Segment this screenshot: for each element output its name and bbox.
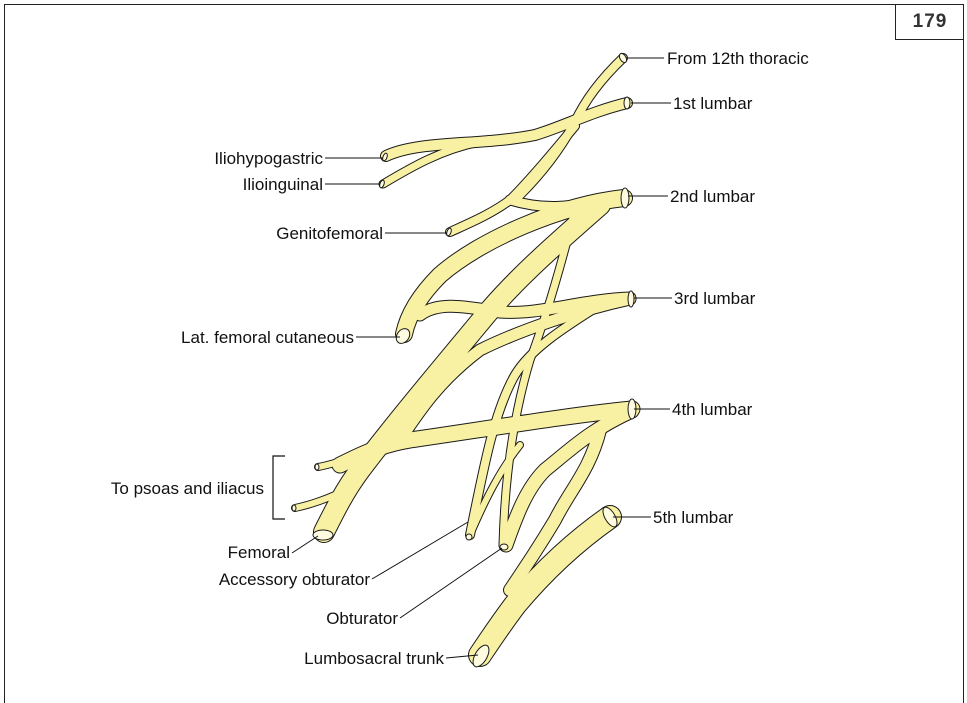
nerve-paths [295, 58, 632, 655]
label-iliohypogastric: Iliohypogastric [214, 149, 323, 168]
leader-femoral [292, 536, 318, 553]
label-from-12th-thoracic: From 12th thoracic [667, 49, 809, 68]
leader-obturator [400, 548, 502, 618]
cap-3rd-lumbar [628, 291, 634, 307]
nerve-1st-lumbar-to-iliohypogastric [386, 103, 627, 156]
leader-lines [292, 58, 672, 658]
bracket-to-psoas [273, 456, 285, 519]
label-accessory-obturator: Accessory obturator [219, 570, 371, 589]
label-lumbosacral-trunk: Lumbosacral trunk [304, 649, 444, 668]
cap-accessory-obturator [466, 534, 472, 540]
label-ilioinguinal: Ilioinguinal [243, 175, 323, 194]
cap-femoral [313, 530, 333, 540]
cap-psoas-upper [315, 464, 319, 470]
label-2nd-lumbar: 2nd lumbar [670, 187, 755, 206]
label-lat-femoral-cutaneous: Lat. femoral cutaneous [181, 328, 354, 347]
cap-psoas-lower [292, 505, 296, 511]
label-to-psoas-and-iliacus: To psoas and iliacus [111, 479, 264, 498]
label-5th-lumbar: 5th lumbar [653, 508, 734, 527]
label-4th-lumbar: 4th lumbar [672, 400, 753, 419]
label-3rd-lumbar: 3rd lumbar [674, 289, 756, 308]
label-genitofemoral: Genitofemoral [276, 224, 383, 243]
label-1st-lumbar: 1st lumbar [673, 94, 753, 113]
cap-1st-lumbar [624, 97, 630, 109]
cap-2nd-lumbar [621, 188, 629, 208]
label-obturator: Obturator [326, 609, 398, 628]
label-femoral: Femoral [228, 543, 290, 562]
leader-accessory-obturator [372, 522, 468, 579]
psoas-bracket [273, 456, 285, 519]
